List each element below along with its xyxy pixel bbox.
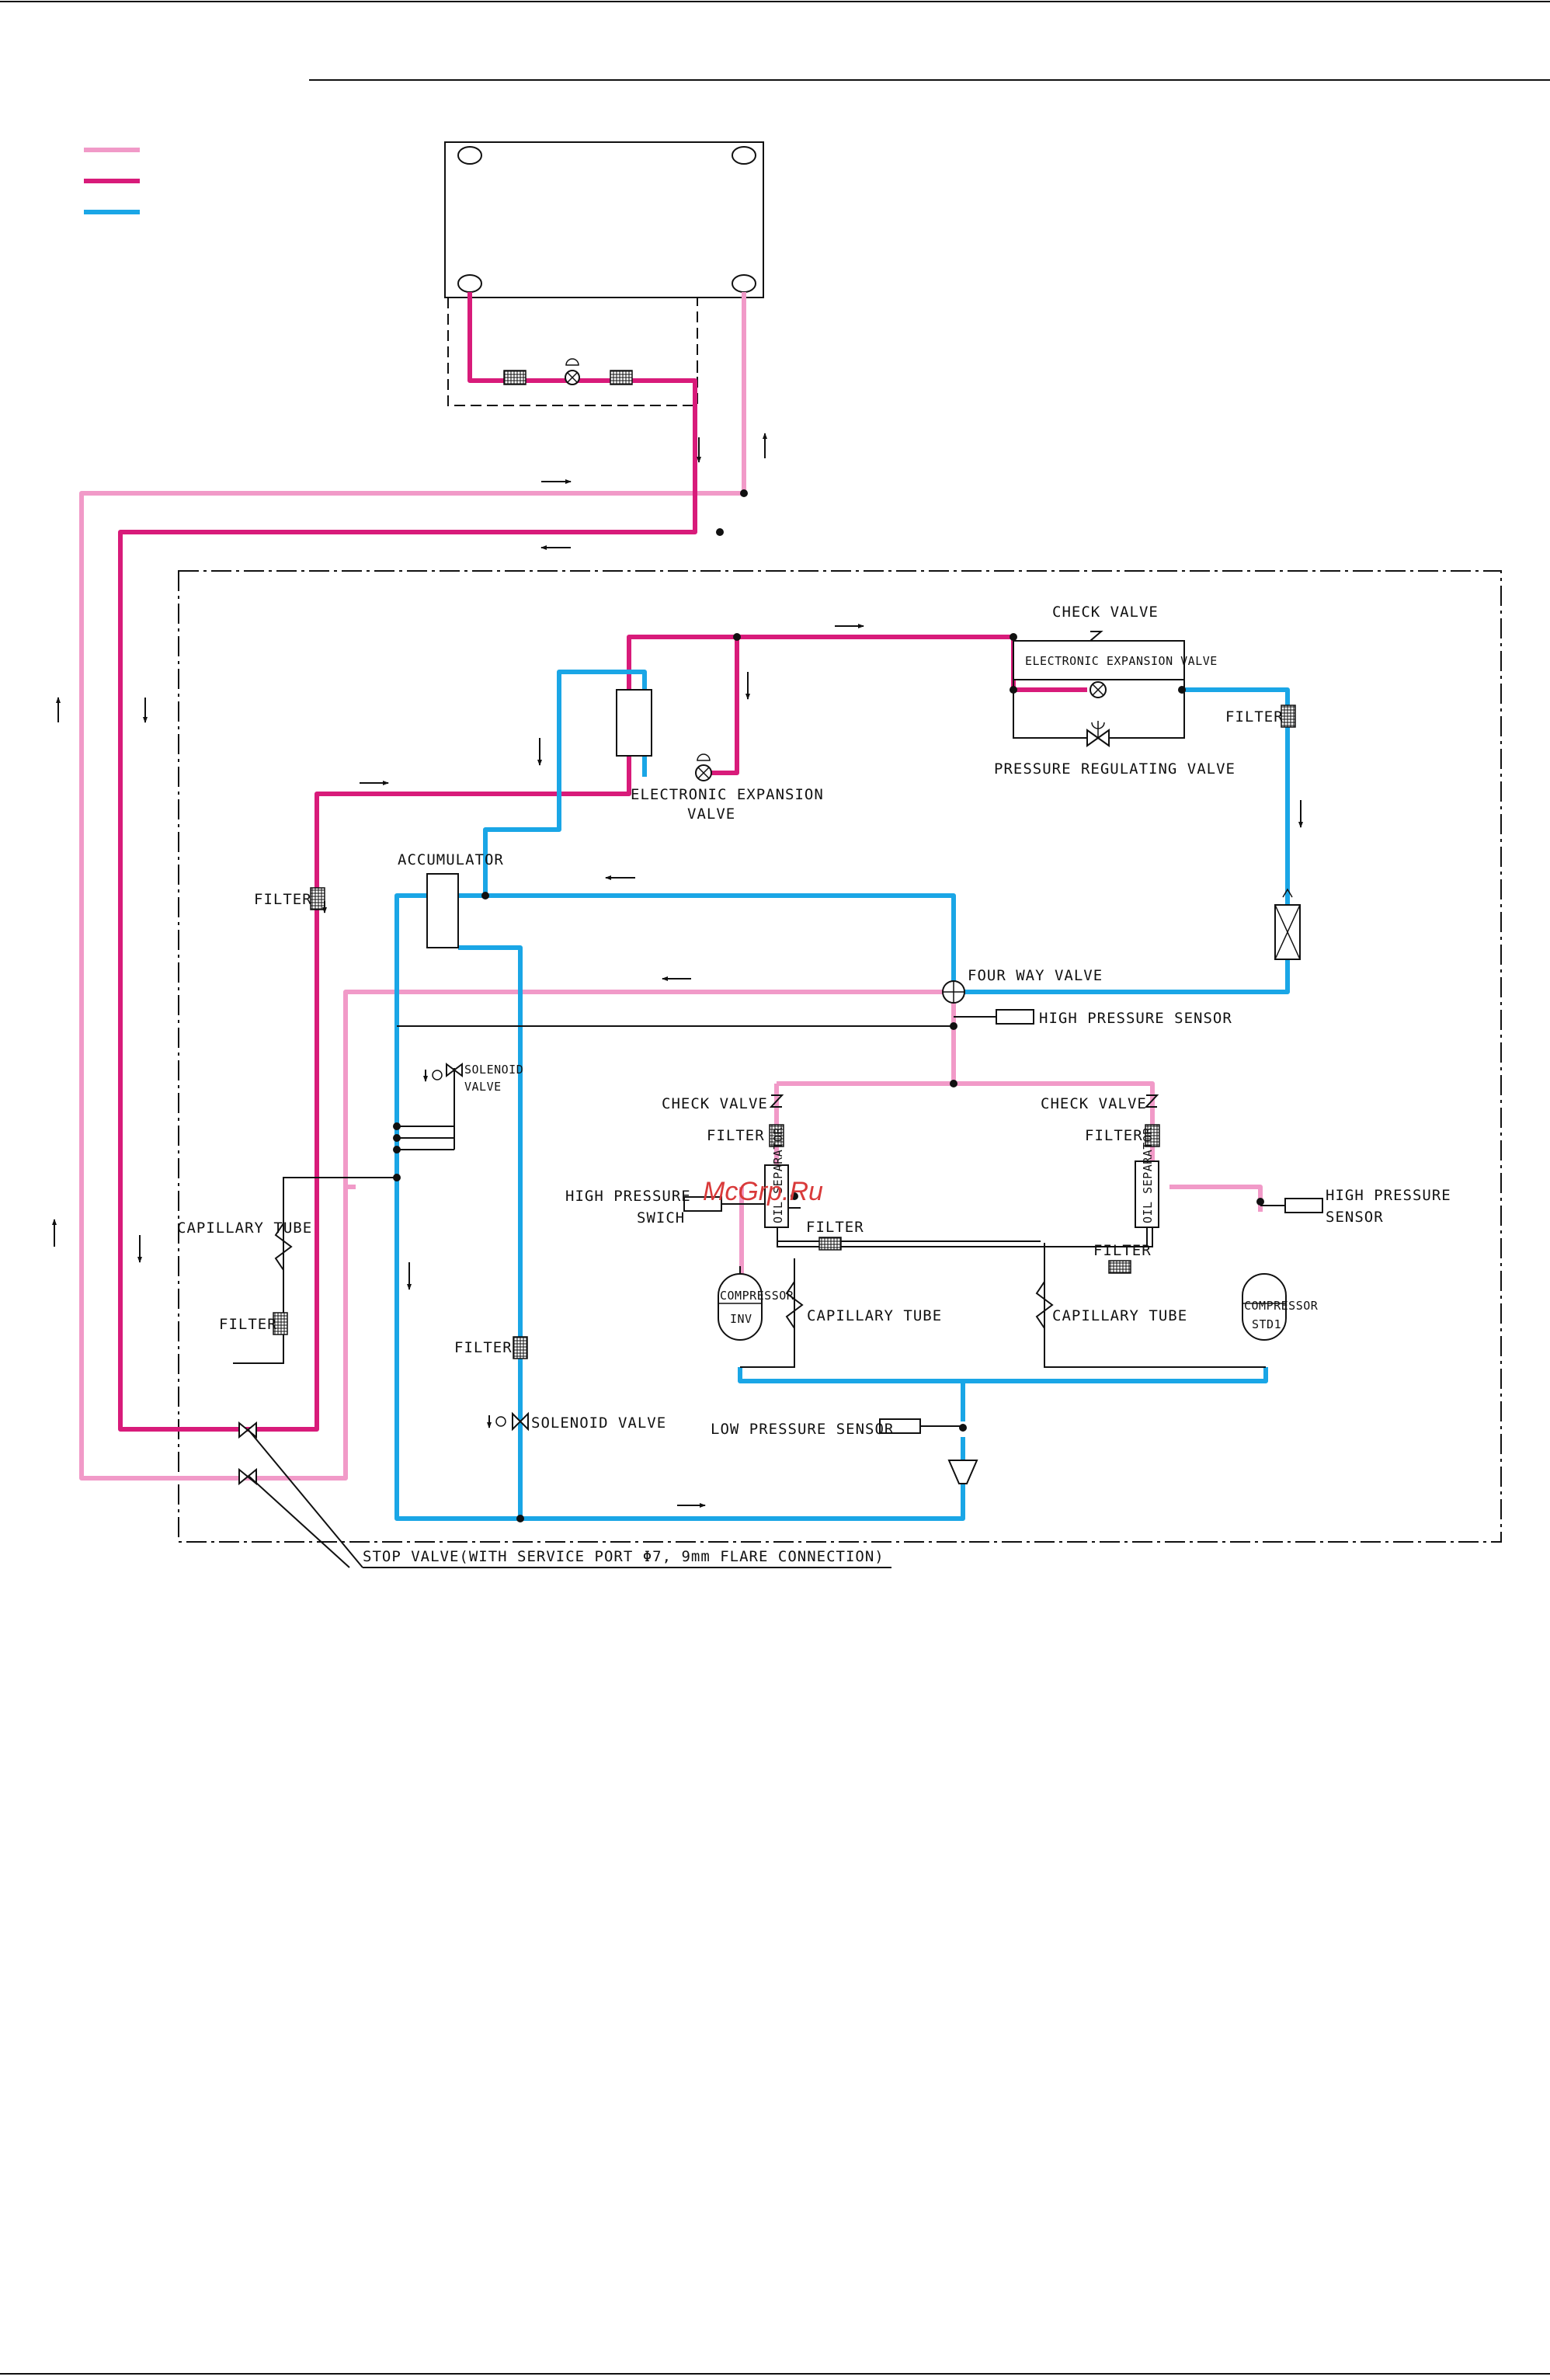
indoor-port-tl: [457, 146, 482, 165]
indoor-unit-dashed-outline: [447, 298, 698, 406]
stop-valve-leader: [248, 1429, 891, 1568]
flow-arrows: [52, 433, 1303, 1508]
label-check-valve-top: CHECK VALVE: [1052, 604, 1159, 621]
label-high-pressure-sensor-right-2: SENSOR: [1326, 1209, 1384, 1226]
label-check-valve-std: CHECK VALVE: [1041, 1095, 1147, 1112]
label-filter-bottom-left: FILTER: [219, 1316, 277, 1333]
label-filter-inv: FILTER: [707, 1127, 765, 1144]
filter-icon: [610, 370, 633, 385]
liquid-pipes: [79, 292, 1263, 1481]
label-capillary-tube-left: CAPILLARY TUBE: [177, 1220, 312, 1237]
discharge-pipes: [118, 292, 1087, 1432]
watermark: McGrp.Ru: [703, 1177, 823, 1206]
left-expansion-valve: [695, 753, 712, 781]
label-eev-left-1: ELECTRONIC EXPANSION: [631, 786, 824, 803]
label-oil-separator-inv: OIL SEPARATOR: [771, 1127, 785, 1223]
capillary-tube-std: [1035, 1281, 1054, 1329]
label-four-way-valve: FOUR WAY VALVE: [968, 967, 1103, 984]
solenoid-valve-icon: [487, 1411, 529, 1432]
indoor-heat-exchanger: [444, 141, 764, 298]
capillary-tube-left: [274, 1223, 293, 1271]
filter-icon: [310, 887, 325, 910]
solenoid-valve-icon: [423, 1063, 463, 1082]
label-stop-valve: STOP VALVE(WITH SERVICE PORT Φ7, 9mm FLA…: [363, 1548, 884, 1565]
label-oil-separator-std: OIL SEPARATOR: [1141, 1127, 1155, 1223]
oil-separator-std: [1135, 1160, 1159, 1228]
filter-icon: [1145, 1124, 1160, 1147]
oil-separator-inv: [764, 1164, 789, 1228]
label-capillary-tube-std: CAPILLARY TUBE: [1052, 1307, 1187, 1324]
filter-icon: [769, 1124, 784, 1147]
high-pressure-sensor-top: [996, 1009, 1034, 1025]
label-filter-mid: FILTER: [806, 1219, 864, 1236]
label-solenoid-valve-lower: SOLENOID VALVE: [531, 1414, 666, 1432]
outdoor-heat-exchanger: [1274, 888, 1301, 960]
control-lines: [233, 648, 1266, 1368]
label-solenoid-upper-2: VALVE: [464, 1080, 502, 1094]
label-filter-lower-mid: FILTER: [454, 1339, 513, 1356]
indoor-port-bl: [457, 274, 482, 293]
subcooler: [616, 689, 652, 757]
accumulator: [426, 873, 459, 948]
label-high-pressure-sensor-top: HIGH PRESSURE SENSOR: [1039, 1010, 1232, 1027]
stop-valve-icon: [238, 1421, 257, 1486]
compressor-inv: [718, 1273, 763, 1341]
label-high-pressure-switch-2: SWICH: [637, 1209, 685, 1227]
indoor-components: [503, 358, 633, 385]
label-eev-left-2: VALVE: [687, 806, 735, 823]
label-pressure-regulating-valve: PRESSURE REGULATING VALVE: [994, 760, 1235, 778]
indoor-unit: [444, 141, 764, 406]
filter-icon: [273, 1312, 288, 1335]
check-valve-icon: [1144, 1094, 1159, 1108]
label-filter-std: FILTER: [1085, 1127, 1143, 1144]
label-accumulator: ACCUMULATOR: [398, 851, 504, 868]
label-high-pressure-sensor-right-1: HIGH PRESSURE: [1326, 1187, 1451, 1204]
label-compressor-std-2: STD1: [1252, 1317, 1281, 1331]
label-low-pressure-sensor: LOW PRESSURE SENSOR: [711, 1421, 894, 1438]
suction-strainer: [947, 1460, 978, 1484]
label-eev-box: ELECTRONIC EXPANSION VALVE: [1025, 654, 1218, 668]
four-way-valve-icon: [942, 980, 965, 1004]
eev-assembly: [1013, 631, 1185, 747]
filter-icon: [818, 1237, 842, 1251]
compressor-std1: [1242, 1273, 1287, 1341]
filter-icon: [503, 370, 527, 385]
label-capillary-tube-inv: CAPILLARY TUBE: [807, 1307, 942, 1324]
filter-icon: [1281, 705, 1296, 728]
indoor-port-br: [732, 274, 756, 293]
label-filter-mid2: FILTER: [1093, 1242, 1152, 1259]
label-solenoid-upper-1: SOLENOID: [464, 1063, 523, 1077]
filter-icon: [513, 1336, 528, 1359]
indoor-port-tr: [732, 146, 756, 165]
eev-box: [1013, 640, 1185, 680]
label-high-pressure-switch-1: HIGH PRESSURE: [565, 1188, 691, 1205]
filter-icon: [1108, 1260, 1131, 1274]
labels: CHECK VALVE ELECTRONIC EXPANSION VALVE F…: [177, 604, 1451, 1565]
legend: [84, 148, 140, 214]
capillary-tube-inv: [785, 1281, 804, 1329]
label-compressor-inv-2: INV: [730, 1312, 752, 1326]
high-pressure-sensor-right: [1284, 1198, 1323, 1213]
check-valve-icon: [1088, 631, 1103, 642]
label-compressor-inv-1: COMPRESSOR: [720, 1289, 794, 1303]
outdoor-unit-boundary: [178, 570, 1502, 1543]
label-compressor-std-1: COMPRESSOR: [1244, 1299, 1319, 1313]
check-valve-icon: [769, 1094, 784, 1108]
label-check-valve-inv: CHECK VALVE: [662, 1095, 768, 1112]
label-filter-left: FILTER: [254, 891, 312, 908]
label-filter-right: FILTER: [1225, 708, 1284, 725]
